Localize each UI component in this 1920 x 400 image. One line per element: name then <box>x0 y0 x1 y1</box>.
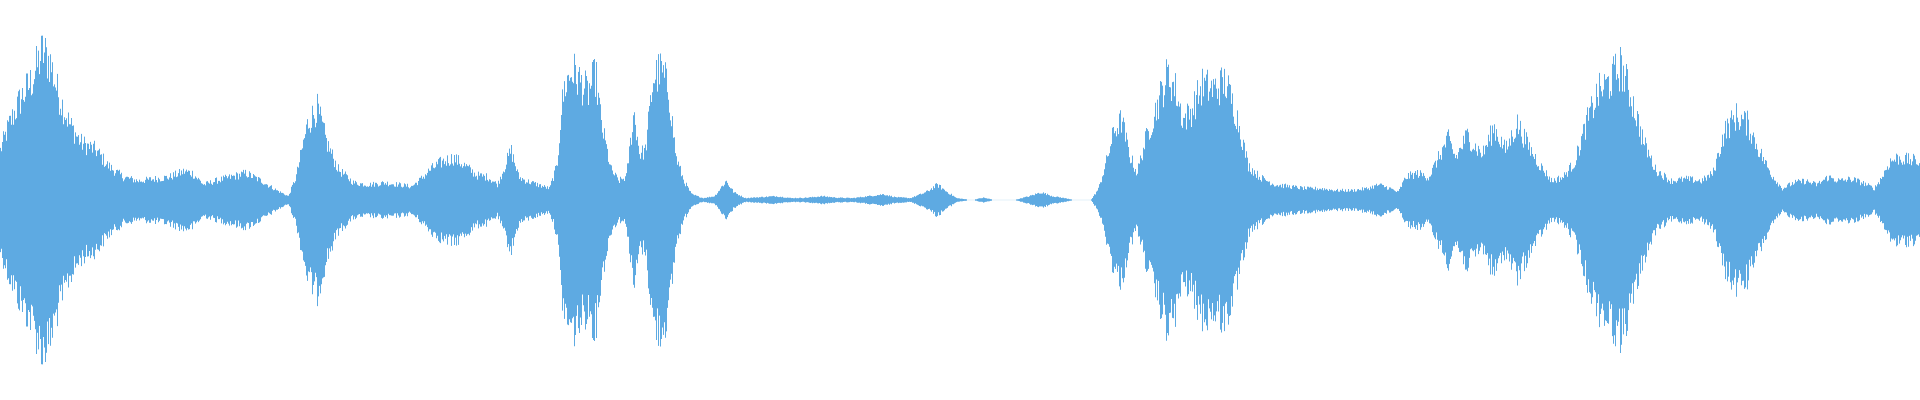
waveform-bars <box>0 35 1920 365</box>
waveform-signal <box>0 35 1920 365</box>
